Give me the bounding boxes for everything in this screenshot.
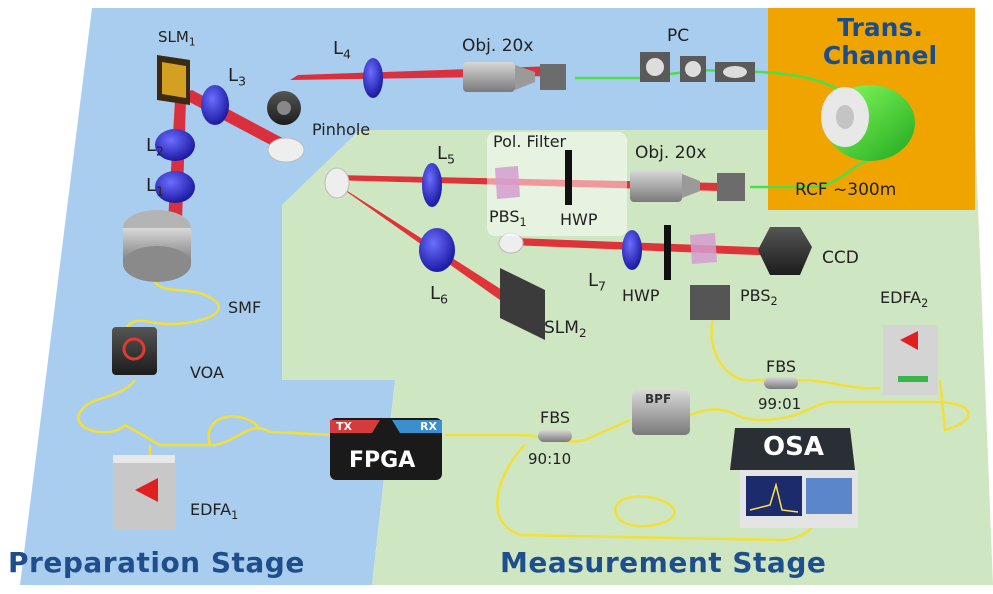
detector-mount xyxy=(690,285,730,320)
channel-title-line1: Trans. xyxy=(837,13,923,42)
objective-top xyxy=(463,62,535,92)
edfa2-label: EDFA2 xyxy=(880,288,929,310)
fpga-box xyxy=(330,418,442,480)
lens-set xyxy=(155,58,642,272)
pinhole-label: Pinhole xyxy=(312,120,371,139)
l5-label: L5 xyxy=(437,143,456,167)
fiber-mount-top xyxy=(540,64,566,90)
voa-box xyxy=(112,327,157,375)
pol-filter-label: Pol. Filter xyxy=(493,132,567,151)
fiber-spool xyxy=(821,85,915,161)
osa-label: OSA xyxy=(763,432,824,462)
lens-l2 xyxy=(155,129,195,161)
l6-label: L6 xyxy=(430,283,449,307)
voa-icon xyxy=(122,337,146,361)
ccd-camera xyxy=(758,227,812,275)
fpga-tx-tab xyxy=(330,420,380,433)
preparation-stage-region xyxy=(20,8,975,585)
pbs1-label: PBS1 xyxy=(489,207,527,229)
bpf-box xyxy=(632,390,690,435)
pbs1-cube xyxy=(495,166,520,199)
polarization-controller xyxy=(640,52,755,82)
lens-l6 xyxy=(419,228,455,272)
fbs2-ratio-label: 99:01 xyxy=(758,395,802,413)
edfa1-label: EDFA1 xyxy=(190,500,239,522)
fbs1-label: FBS xyxy=(540,408,571,427)
fpga-label: FPGA xyxy=(349,448,416,473)
l3-label: L3 xyxy=(228,65,247,89)
slm2-device xyxy=(500,268,545,340)
slm1-device xyxy=(157,55,190,105)
objective-top-label: Obj. 20x xyxy=(462,36,534,56)
hwp1-plate xyxy=(565,150,572,205)
mirror-2 xyxy=(324,167,350,199)
ccd-label: CCD xyxy=(822,248,859,268)
l7-label: L7 xyxy=(588,270,607,294)
lens-l7 xyxy=(622,230,642,270)
smf-label: SMF xyxy=(228,298,262,317)
lens-l3 xyxy=(201,85,229,125)
rx-label: RX xyxy=(420,420,437,433)
objective-mid xyxy=(630,170,700,202)
bpf-label: BPF xyxy=(645,392,672,406)
fiber-mount-mid xyxy=(717,173,745,201)
osa-instrument xyxy=(730,428,858,528)
fbs1-coupler xyxy=(538,430,572,442)
measurement-stage-title: Measurement Stage xyxy=(500,546,827,579)
slm2-label: SLM2 xyxy=(544,318,587,341)
preparation-stage-title: Preparation Stage xyxy=(8,546,305,579)
channel-title-line2: Channel xyxy=(822,41,938,70)
pinhole-aperture xyxy=(277,101,291,115)
transmission-channel-title: Trans. Channel xyxy=(800,14,960,70)
pol-filter-panel xyxy=(487,132,627,236)
rcf-label: RCF ~300m xyxy=(795,180,897,200)
l4-label: L4 xyxy=(333,38,352,62)
edfa2-box xyxy=(883,325,938,395)
pbs2-cube xyxy=(690,233,717,264)
hwp2-plate xyxy=(664,225,671,280)
fbs2-coupler xyxy=(764,377,798,389)
fpga-rx-tab xyxy=(392,420,442,433)
l1-label: L1 xyxy=(146,175,165,199)
hwp1-label: HWP xyxy=(560,210,598,229)
l2-label: L2 xyxy=(146,135,165,159)
lens-l5 xyxy=(422,163,442,207)
fbs2-label: FBS xyxy=(766,357,797,376)
lens-l1 xyxy=(155,171,195,203)
edfa1-box xyxy=(113,455,175,530)
lens-l4 xyxy=(363,58,383,98)
pbs2-label: PBS2 xyxy=(740,286,778,308)
objective-mid-label: Obj. 20x xyxy=(635,143,707,163)
slm1-label: SLM1 xyxy=(158,28,196,49)
voa-label: VOA xyxy=(190,363,224,382)
tx-label: TX xyxy=(336,420,352,433)
hwp2-label: HWP xyxy=(622,286,660,305)
pc-label: PC xyxy=(667,26,690,46)
fbs1-ratio-label: 90:10 xyxy=(528,450,572,468)
mirror-1 xyxy=(267,137,305,163)
laser-source xyxy=(123,210,191,282)
